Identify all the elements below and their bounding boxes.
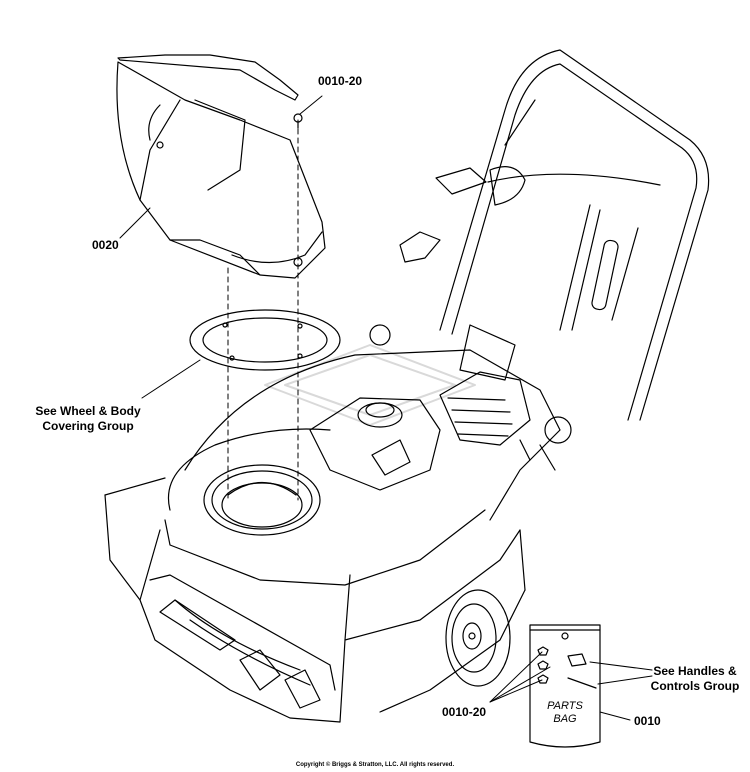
parts-bag: [529, 624, 601, 748]
drift-cutter-handle: [399, 231, 441, 263]
part-label-0020: 0020: [92, 238, 119, 252]
parts-bag-line-1: PARTS: [547, 700, 583, 712]
chute-ring: [189, 309, 341, 371]
snow-thrower-body: [104, 324, 572, 723]
see-wheel-body-line-1: See Wheel & Body: [35, 404, 141, 418]
see-wheel-body-line-2: Covering Group: [42, 419, 134, 433]
leader-lines: [119, 95, 653, 721]
chute-crank-grip: [435, 167, 487, 195]
see-handles-line-1: See Handles &: [653, 664, 737, 678]
part-label-0010-20-top: 0010-20: [318, 74, 363, 88]
see-handles-line-2: Controls Group: [650, 679, 740, 693]
screw-0010-20: [293, 113, 303, 129]
copyright-notice: Copyright © Briggs & Stratton, LLC. All …: [295, 762, 455, 768]
chute-deflector-part-0020: [116, 54, 326, 279]
alignment-lines: [227, 119, 299, 501]
part-label-0010: 0010: [634, 714, 661, 728]
handle-frame: [399, 49, 710, 471]
see-handles-controls-group: See Handles & Controls Group: [648, 664, 742, 694]
parts-bag-label: PARTS BAG: [532, 700, 598, 726]
part-label-0010-20-bottom: 0010-20: [442, 705, 487, 719]
parts-bag-line-2: BAG: [553, 713, 577, 725]
see-wheel-body-covering-group: See Wheel & Body Covering Group: [28, 404, 148, 434]
watermark-logo: [264, 344, 476, 426]
